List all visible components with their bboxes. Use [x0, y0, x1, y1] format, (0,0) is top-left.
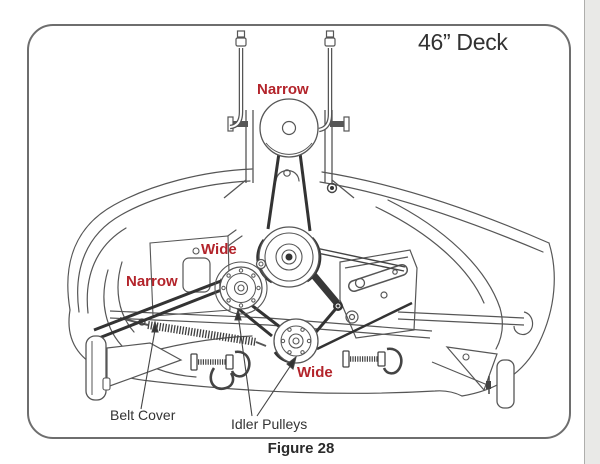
belt-cover-leader [140, 329, 156, 410]
label-wide-bottom: Wide [297, 364, 333, 381]
label-narrow-top: Narrow [257, 81, 309, 98]
j-hook [513, 311, 534, 336]
page-edge-strip [584, 0, 600, 464]
figure-caption: Figure 28 [267, 440, 335, 457]
idler-left-arrowhead [234, 308, 242, 321]
pulley-support-frame [223, 110, 355, 199]
idler-left-leader [237, 313, 253, 417]
left-gauge-wheel [85, 335, 183, 401]
center-spindle-pulley [255, 226, 320, 288]
label-belt-cover: Belt Cover [110, 407, 176, 423]
label-wide-upper: Wide [201, 241, 237, 258]
label-idler-pulleys: Idler Pulleys [231, 416, 308, 432]
label-narrow-left: Narrow [126, 273, 178, 290]
deck-size-title: 46” Deck [418, 29, 508, 55]
drive-belts [93, 152, 413, 364]
idler-right-leader [256, 364, 292, 417]
bottom-idler-pulley [273, 318, 319, 364]
idler-right-arrowhead [286, 355, 297, 370]
tension-spring [119, 317, 267, 347]
u-bolt-clamp-left [190, 350, 251, 391]
engine-pulley [259, 98, 319, 158]
u-bolt-clamp-right [342, 347, 403, 375]
figure-frame [27, 24, 571, 439]
right-gauge-wheel [431, 346, 515, 409]
lift-rods [229, 30, 336, 133]
leader-lines [140, 308, 297, 417]
belt-cover-arrowhead [151, 320, 159, 333]
left-spindle-pulley [214, 261, 268, 315]
